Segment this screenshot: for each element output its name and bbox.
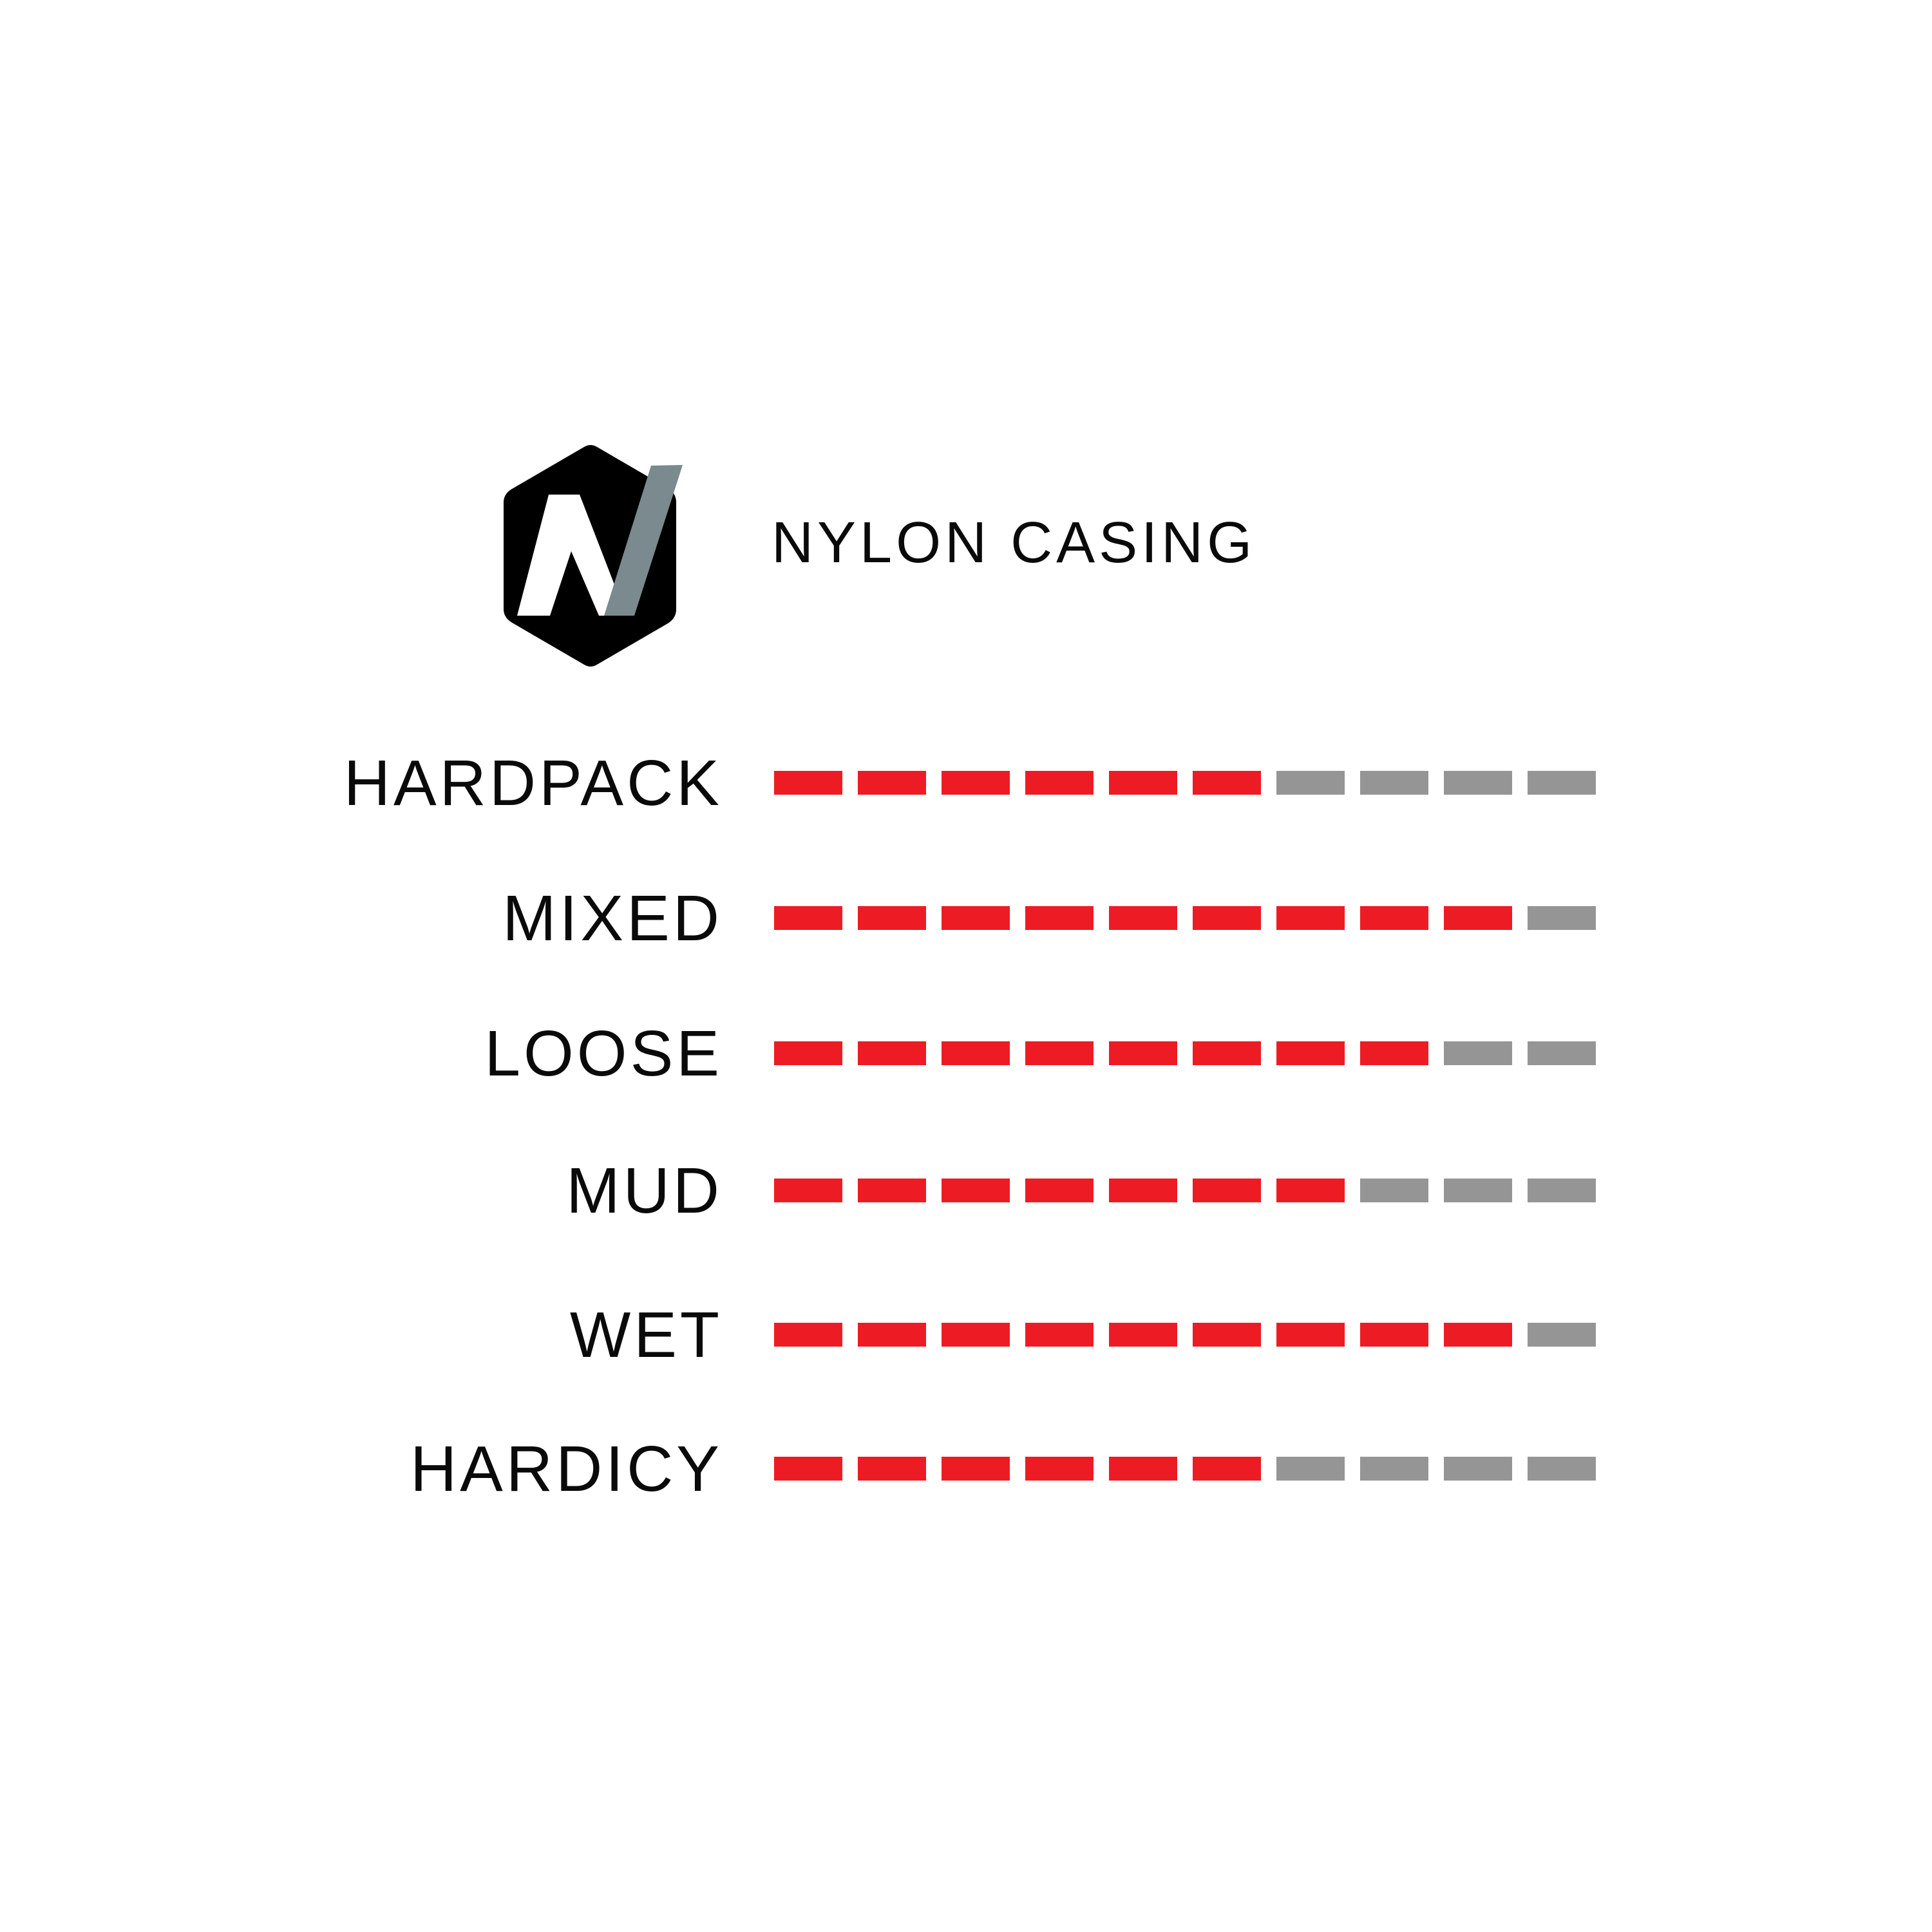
rating-row-hardpack: HARDPACK (0, 738, 1932, 828)
rating-segment-filled (1025, 1457, 1094, 1481)
rating-segment-empty (1276, 1457, 1345, 1481)
rating-segment-filled (858, 1457, 926, 1481)
rating-segment-empty (1528, 1323, 1596, 1347)
rating-segment-filled (1276, 1323, 1345, 1347)
rating-label: MUD (566, 1155, 723, 1227)
rating-segment-filled (1025, 1179, 1094, 1202)
rating-segment-filled (1444, 906, 1512, 930)
rating-segment-filled (774, 906, 842, 930)
rating-segment-filled (942, 1457, 1010, 1481)
rating-label: HARDICY (410, 1433, 723, 1505)
rating-segment-filled (774, 1179, 842, 1202)
rating-bar (774, 1179, 1596, 1202)
rating-segment-filled (942, 906, 1010, 930)
rating-segment-empty (1528, 1041, 1596, 1065)
rating-label: HARDPACK (343, 747, 723, 819)
rating-segment-filled (1109, 1457, 1177, 1481)
rating-segment-filled (942, 771, 1010, 795)
rating-row-wet: WET (0, 1290, 1932, 1380)
rating-segment-filled (1193, 906, 1261, 930)
rating-segment-filled (858, 771, 926, 795)
rating-segment-empty (1444, 1041, 1512, 1065)
rating-label: WET (569, 1299, 723, 1371)
rating-segment-filled (942, 1179, 1010, 1202)
rating-segment-filled (1025, 906, 1094, 930)
rating-segment-empty (1444, 1179, 1512, 1202)
rating-segment-filled (1025, 1323, 1094, 1347)
rating-segment-empty (1444, 771, 1512, 795)
nylon-casing-logo-icon (502, 443, 702, 668)
rating-label: LOOSE (484, 1018, 723, 1090)
rating-bar (774, 1041, 1596, 1065)
rating-segment-filled (774, 1041, 842, 1065)
rating-segment-empty (1528, 771, 1596, 795)
rating-row-hardicy: HARDICY (0, 1424, 1932, 1514)
rating-row-mud: MUD (0, 1146, 1932, 1236)
rating-segment-filled (1193, 1457, 1261, 1481)
rating-segment-filled (858, 1179, 926, 1202)
rating-segment-empty (1528, 1457, 1596, 1481)
rating-segment-empty (1276, 771, 1345, 795)
hexagon-n-logo-icon (504, 445, 683, 667)
rating-bar (774, 906, 1596, 930)
rating-segment-filled (1360, 1041, 1428, 1065)
rating-segment-filled (1109, 1179, 1177, 1202)
rating-segment-empty (1360, 1457, 1428, 1481)
rating-segment-filled (858, 1041, 926, 1065)
rating-segment-empty (1444, 1457, 1512, 1481)
rating-segment-filled (858, 1323, 926, 1347)
rating-label: MIXED (502, 882, 723, 954)
rating-segment-filled (1109, 1323, 1177, 1347)
rating-segment-filled (1444, 1323, 1512, 1347)
rating-bar (774, 771, 1596, 795)
rating-segment-filled (1193, 1179, 1261, 1202)
rating-segment-filled (1193, 771, 1261, 795)
rating-segment-filled (1109, 771, 1177, 795)
rating-segment-filled (774, 1323, 842, 1347)
rating-segment-filled (774, 1457, 842, 1481)
rating-segment-empty (1360, 1179, 1428, 1202)
rating-segment-empty (1528, 1179, 1596, 1202)
rating-segment-empty (1360, 771, 1428, 795)
rating-segment-filled (858, 906, 926, 930)
rating-segment-filled (942, 1041, 1010, 1065)
rating-segment-filled (1025, 1041, 1094, 1065)
rating-segment-filled (1109, 1041, 1177, 1065)
rating-segment-filled (1109, 906, 1177, 930)
rating-segment-filled (1193, 1323, 1261, 1347)
rating-bar (774, 1323, 1596, 1347)
rating-row-loose: LOOSE (0, 1009, 1932, 1099)
rating-segment-filled (1193, 1041, 1261, 1065)
rating-segment-filled (1276, 906, 1345, 930)
rating-segment-empty (1528, 906, 1596, 930)
rating-segment-filled (1360, 1323, 1428, 1347)
rating-bar (774, 1457, 1596, 1481)
rating-row-mixed: MIXED (0, 873, 1932, 963)
page-title: NYLON CASING (772, 511, 1256, 575)
rating-segment-filled (774, 771, 842, 795)
rating-segment-filled (1276, 1041, 1345, 1065)
rating-segment-filled (1276, 1179, 1345, 1202)
rating-segment-filled (1360, 906, 1428, 930)
rating-segment-filled (1025, 771, 1094, 795)
rating-segment-filled (942, 1323, 1010, 1347)
